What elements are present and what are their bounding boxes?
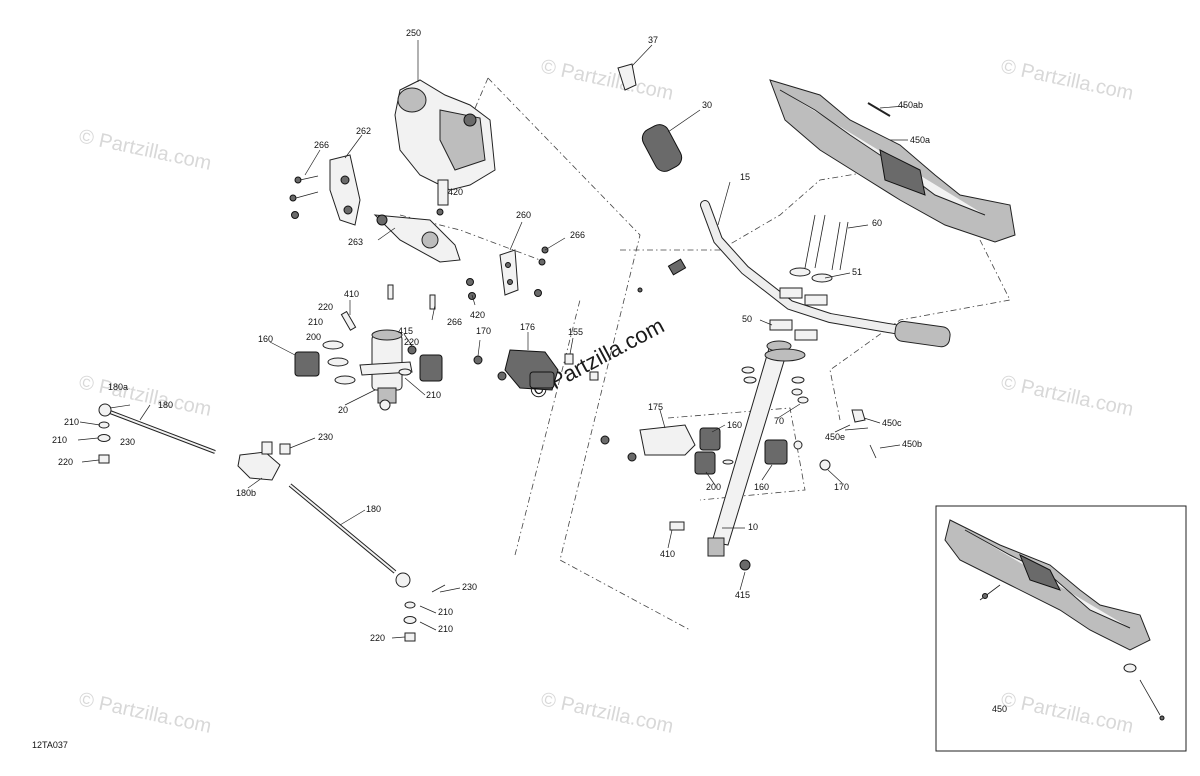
callout-170: 170 [834,482,849,492]
callout-415: 415 [735,590,750,600]
callout-60: 60 [872,218,882,228]
callout-180b: 180b [236,488,256,498]
callout-210: 210 [308,317,323,327]
callout-220: 220 [318,302,333,312]
callout-160: 160 [727,420,742,430]
watermark: © Partzilla.com [999,371,1135,421]
clamp-176 [473,349,599,391]
bracket-262 [329,154,361,226]
callout-200: 200 [306,332,321,342]
callout-450c: 450c [882,418,902,428]
inset-label: 450 [992,704,1007,714]
callout-37: 37 [648,35,658,45]
callout-155: 155 [568,327,583,337]
callout-450ab: 450ab [898,100,923,110]
callout-266: 266 [570,230,585,240]
callout-175: 175 [648,402,663,412]
callout-450e: 450e [825,432,845,442]
grip-30 [617,63,683,172]
bolts-upper [289,175,549,310]
callout-260: 260 [516,210,531,220]
callout-230: 230 [318,432,333,442]
power-steering-unit [394,79,496,206]
callout-220: 220 [404,337,419,347]
callout-160: 160 [258,334,273,344]
callout-266: 266 [314,140,329,150]
callout-200: 200 [706,482,721,492]
tie-rods [97,403,446,642]
callout-262: 262 [356,126,371,136]
callout-415: 415 [398,326,413,336]
callout-230: 230 [120,437,135,447]
callout-210: 210 [64,417,79,427]
watermark: © Partzilla.com [539,688,675,738]
leader-lines [77,40,908,639]
callout-180a: 180a [108,382,128,392]
bushings-left [294,310,443,385]
callout-220: 220 [370,633,385,643]
callout-70: 70 [774,416,784,426]
callout-210: 210 [438,607,453,617]
callout-230: 230 [462,582,477,592]
callout-250: 250 [406,28,421,38]
callout-210: 210 [438,624,453,634]
callouts: 250 37 30 450ab 450a 262 266 420 15 60 2… [52,28,930,643]
callout-220: 220 [58,457,73,467]
inset-frame [935,505,1187,752]
callout-51: 51 [852,267,862,277]
inset-handguard [944,519,1165,721]
callout-450a: 450a [910,135,930,145]
callout-420: 420 [470,310,485,320]
watermark: © Partzilla.com [539,55,675,105]
watermarks: © Partzilla.com © Partzilla.com © Partzi… [77,55,1135,738]
bushings-right [600,424,831,475]
watermark: © Partzilla.com [77,371,213,421]
callout-176: 176 [520,322,535,332]
callout-263: 263 [348,237,363,247]
assembly-outlines [399,77,1011,631]
callout-210: 210 [426,390,441,400]
lower-column-20 [359,329,413,411]
callout-410: 410 [344,289,359,299]
callout-180: 180 [366,504,381,514]
watermark: © Partzilla.com [77,688,213,738]
watermark: © Partzilla.com [999,688,1135,738]
handguard-450a [769,79,1016,243]
callout-20: 20 [338,405,348,415]
callout-410: 410 [660,549,675,559]
handguard-hardware [637,258,877,459]
bracket-260 [499,249,519,296]
callout-210: 210 [52,435,67,445]
watermark: © Partzilla.com [77,125,213,175]
callout-50: 50 [742,314,752,324]
callout-266: 266 [447,317,462,327]
callout-10: 10 [748,522,758,532]
callout-15: 15 [740,172,750,182]
support-263 [373,214,461,263]
callout-180: 180 [158,400,173,410]
callout-420: 420 [448,187,463,197]
handlebar-15 [700,200,951,348]
watermark: © Partzilla.com [999,55,1135,105]
callout-170: 170 [476,326,491,336]
callout-30: 30 [702,100,712,110]
callout-450b: 450b [902,439,922,449]
handlebar-clamps [741,214,849,384]
callout-160: 160 [754,482,769,492]
diagram-reference: 12TA037 [32,740,68,750]
